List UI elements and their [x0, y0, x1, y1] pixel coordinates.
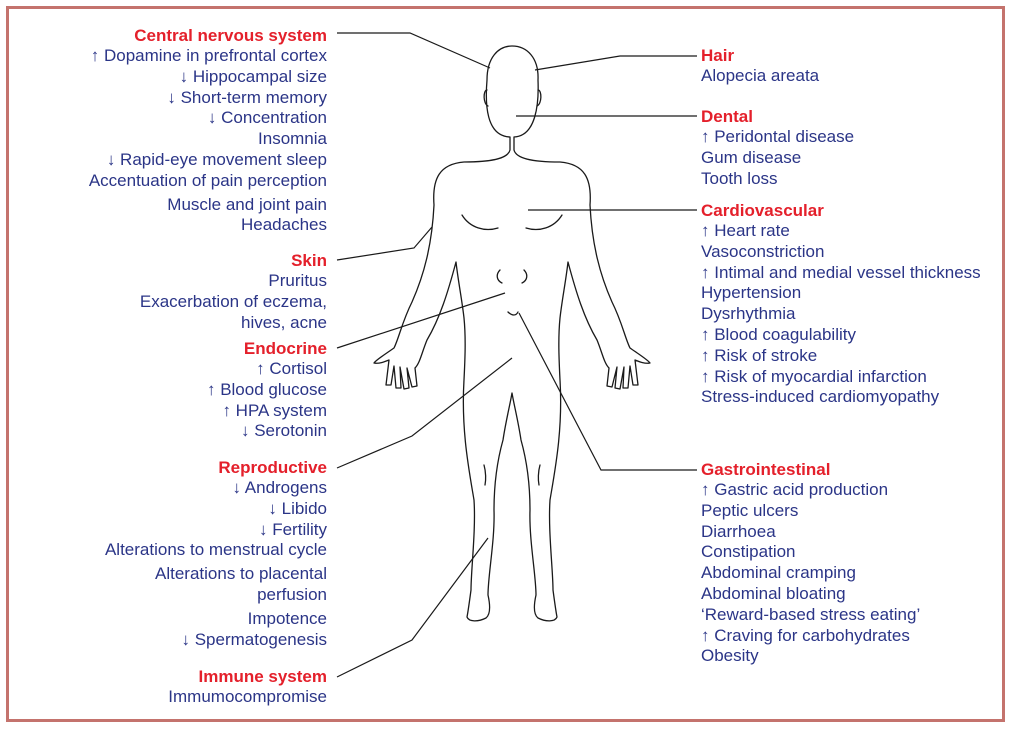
section-hair: Hair Alopecia areata: [701, 45, 819, 87]
list-item: ↓ Concentration: [207, 108, 327, 128]
list-item: Hypertension: [701, 283, 802, 303]
section-title: Central nervous system: [134, 26, 327, 45]
list-item: ↑ HPA system: [222, 400, 327, 420]
list-item: Impotence: [247, 608, 327, 628]
leader-reproductive: [336, 357, 513, 469]
list-item: ↓ Serotonin: [241, 421, 327, 441]
list-item: Insomnia: [258, 129, 327, 149]
list-item: ↑ Risk of stroke: [701, 345, 818, 365]
list-item: Tooth loss: [701, 168, 778, 188]
navel: [507, 311, 519, 316]
section-immune-system: Immune system Immumocompromise: [168, 666, 327, 708]
list-item: ↓ Short-term memory: [167, 87, 327, 107]
list-item: ↑ Cortisol: [256, 359, 327, 378]
section-skin: Skin Pruritus Exacerbation of eczema, hi…: [140, 250, 327, 333]
list-item: Muscle and joint pain: [167, 194, 327, 214]
list-item: Accentuation of pain perception: [88, 170, 327, 190]
list-item: Abdominal bloating: [701, 583, 846, 603]
leader-cns: [337, 32, 491, 69]
ear-left: [483, 89, 489, 107]
chest-detail-left: [461, 214, 499, 231]
list-item: Immumocompromise: [168, 687, 327, 706]
section-cardiovascular: Cardiovascular ↑ Heart rate Vasoconstric…: [701, 200, 981, 408]
list-item: Alopecia areata: [701, 66, 820, 85]
list-item: Constipation: [701, 542, 796, 562]
list-item: ‘Reward-based stress eating’: [701, 604, 921, 624]
leader-gi: [518, 312, 697, 471]
list-item: ↓ Libido: [268, 498, 327, 518]
section-title: Cardiovascular: [701, 201, 824, 220]
list-item: ↑ Risk of myocardial infarction: [701, 366, 927, 386]
leader-skin: [336, 226, 433, 261]
list-item: ↑ Dopamine in prefrontal cortex: [90, 46, 327, 65]
abdomen-detail-left: [496, 269, 503, 284]
list-item: Gum disease: [701, 147, 802, 167]
list-item: ↑ Peridontal disease: [701, 127, 855, 146]
list-item: Diarrhoea: [701, 521, 776, 541]
body-outline: [373, 45, 651, 622]
list-item: ↑ Intimal and medial vessel thickness: [701, 262, 981, 282]
section-gastrointestinal: Gastrointestinal ↑ Gastric acid producti…: [701, 459, 920, 667]
list-item: ↓ Androgens: [232, 478, 327, 497]
list-item: Dysrhythmia: [701, 304, 796, 324]
list-item: Stress-induced cardiomyopathy: [701, 387, 940, 407]
list-item: hives, acne: [241, 312, 327, 332]
knee-right: [537, 464, 541, 486]
chest-detail-right: [525, 214, 563, 231]
list-item: Alterations to placental: [155, 564, 327, 584]
list-item: Exacerbation of eczema,: [139, 291, 327, 311]
diagram-frame: [6, 6, 1005, 722]
list-item: Abdominal cramping: [701, 563, 856, 583]
section-title: Reproductive: [218, 458, 327, 477]
list-item: ↑ Blood coagulability: [701, 324, 856, 344]
list-item: Vasoconstriction: [701, 241, 825, 261]
section-title: Endocrine: [243, 339, 327, 358]
list-item: ↓ Rapid-eye movement sleep: [106, 149, 327, 169]
list-item: Headaches: [240, 215, 327, 235]
section-title: Dental: [701, 107, 753, 126]
knee-left: [483, 464, 487, 486]
list-item: ↑ Blood glucose: [206, 379, 327, 399]
list-item: Pruritus: [268, 271, 327, 290]
section-central-nervous-system: Central nervous system ↑ Dopamine in pre…: [89, 25, 327, 236]
abdomen-detail-right: [521, 269, 528, 284]
section-reproductive: Reproductive ↓ Androgens ↓ Libido ↓ Fert…: [105, 457, 327, 650]
section-title: Hair: [701, 46, 735, 65]
list-item: Alterations to menstrual cycle: [104, 540, 327, 560]
list-item: ↓ Fertility: [259, 519, 327, 539]
section-dental: Dental ↑ Peridontal disease Gum disease …: [701, 106, 854, 189]
list-item: ↓ Hippocampal size: [179, 66, 327, 86]
ear-right: [536, 89, 542, 107]
list-item: perfusion: [257, 584, 327, 604]
section-title: Gastrointestinal: [701, 460, 831, 479]
list-item: Obesity: [701, 646, 759, 666]
list-item: ↑ Craving for carbohydrates: [701, 625, 910, 645]
section-endocrine: Endocrine ↑ Cortisol ↑ Blood glucose ↑ H…: [207, 338, 327, 442]
leader-hair: [534, 55, 697, 71]
section-title: Immune system: [198, 667, 328, 686]
list-item: ↑ Heart rate: [701, 221, 790, 240]
section-title: Skin: [291, 251, 327, 270]
list-item: Peptic ulcers: [701, 500, 799, 520]
leader-immune: [336, 537, 489, 678]
list-item: ↑ Gastric acid production: [701, 480, 889, 499]
leader-endocrine: [336, 292, 506, 349]
list-item: ↓ Spermatogenesis: [181, 629, 327, 649]
